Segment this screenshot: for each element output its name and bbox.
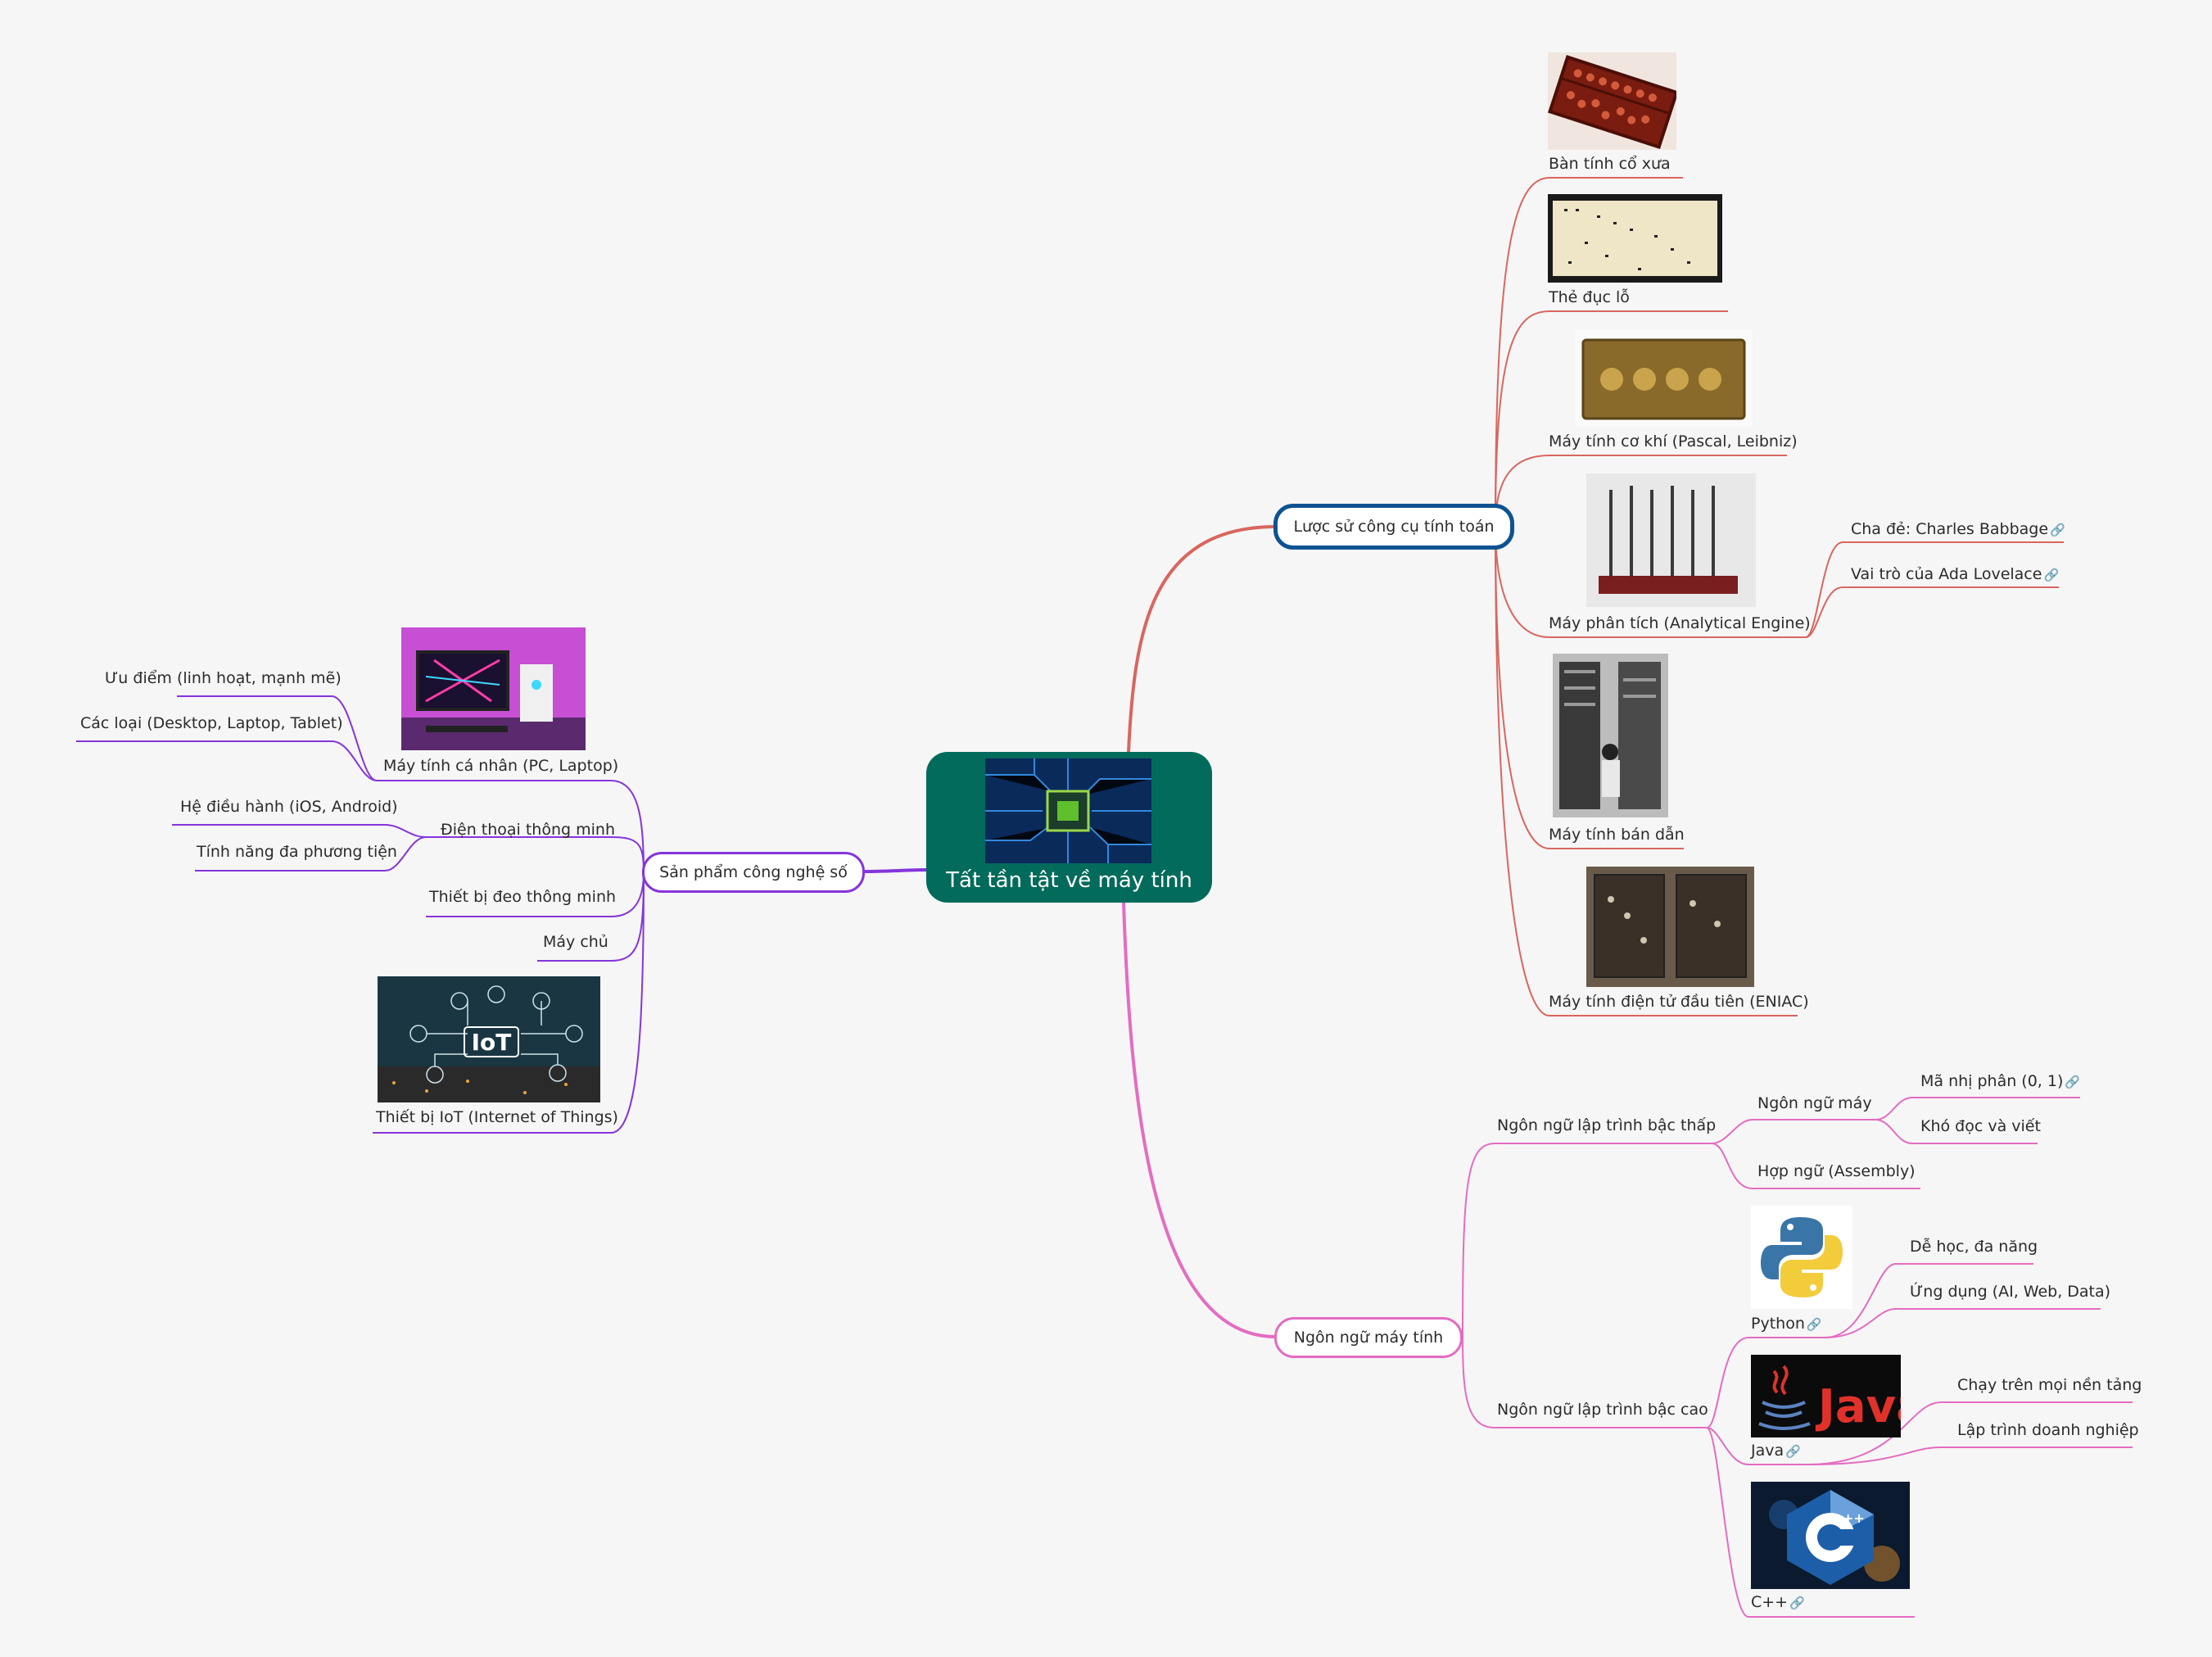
mechanical-calculator-image (1575, 330, 1753, 427)
java-logo: Java (1751, 1355, 1901, 1437)
history-item-abacus[interactable]: Bàn tính cổ xưa (1549, 155, 1671, 173)
pc-types[interactable]: Các loại (Desktop, Laptop, Tablet) (80, 714, 343, 732)
svg-text:++: ++ (1843, 1510, 1865, 1526)
java-enterprise[interactable]: Lập trình doanh nghiệp (1957, 1421, 2139, 1439)
cpp-logo: ++ (1751, 1482, 1910, 1589)
lang-cpp[interactable]: C++🔗 (1751, 1593, 1805, 1611)
product-server[interactable]: Máy chủ (543, 933, 608, 951)
python-easy[interactable]: Dễ học, đa năng (1910, 1238, 2038, 1256)
java-cross-platform[interactable]: Chạy trên mọi nền tảng (1957, 1376, 2142, 1394)
history-item-analytical-engine[interactable]: Máy phân tích (Analytical Engine) (1549, 614, 1811, 632)
lang-low-level[interactable]: Ngôn ngữ lập trình bậc thấp (1497, 1116, 1717, 1134)
link-icon[interactable]: 🔗 (1785, 1444, 1801, 1459)
lang-hard-to-read[interactable]: Khó đọc và viết (1920, 1117, 2041, 1135)
topic-history[interactable]: Lược sử công cụ tính toán (1273, 504, 1514, 550)
pc-advantages[interactable]: Ưu điểm (linh hoạt, mạnh mẽ) (105, 669, 342, 687)
topic-languages[interactable]: Ngôn ngữ máy tính (1274, 1317, 1463, 1358)
link-icon[interactable]: 🔗 (2050, 523, 2065, 537)
lang-java[interactable]: Java🔗 (1751, 1442, 1801, 1460)
analytical-child-babbage[interactable]: Cha đẻ: Charles Babbage🔗 (1851, 520, 2065, 538)
eniac-image (1586, 867, 1754, 987)
history-item-mechanical[interactable]: Máy tính cơ khí (Pascal, Leibniz) (1549, 432, 1798, 450)
phone-os[interactable]: Hệ điều hành (iOS, Android) (180, 798, 398, 816)
link-icon[interactable]: 🔗 (2065, 1075, 2081, 1089)
iot-image: IoT (378, 976, 600, 1102)
topic-history-label: Lược sử công cụ tính toán (1293, 518, 1495, 536)
lang-machine-code[interactable]: Ngôn ngữ máy (1757, 1094, 1872, 1112)
lang-binary-code[interactable]: Mã nhị phân (0, 1)🔗 (1920, 1072, 2081, 1090)
product-wearable[interactable]: Thiết bị đeo thông minh (429, 888, 617, 906)
lang-assembly[interactable]: Hợp ngữ (Assembly) (1757, 1162, 1916, 1180)
product-iot[interactable]: Thiết bị IoT (Internet of Things) (376, 1108, 618, 1126)
topic-products-label: Sản phẩm công nghệ số (659, 863, 848, 881)
lang-python[interactable]: Python🔗 (1751, 1315, 1822, 1333)
link-icon[interactable]: 🔗 (2043, 568, 2060, 582)
link-icon[interactable]: 🔗 (1789, 1596, 1805, 1610)
python-logo (1751, 1206, 1852, 1309)
iot-logo-text: IoT (472, 1029, 512, 1056)
circuit-chip-image (985, 758, 1151, 863)
topic-languages-label: Ngôn ngữ máy tính (1293, 1329, 1444, 1347)
punched-card-image (1548, 194, 1722, 283)
product-smartphone[interactable]: Điện thoại thông minh (441, 821, 615, 839)
analytical-engine-image (1586, 473, 1756, 607)
topic-products[interactable]: Sản phẩm công nghệ số (642, 852, 865, 893)
history-item-eniac[interactable]: Máy tính điện tử đầu tiên (ENIAC) (1549, 993, 1809, 1011)
transistor-computer-image (1553, 654, 1668, 817)
java-logo-text: Java (1815, 1380, 1901, 1433)
product-pc[interactable]: Máy tính cá nhân (PC, Laptop) (383, 757, 619, 775)
central-topic[interactable]: Tất tần tật về máy tính (926, 752, 1212, 903)
abacus-image (1548, 52, 1676, 150)
link-icon[interactable]: 🔗 (1806, 1317, 1822, 1332)
central-title: Tất tần tật về máy tính (946, 868, 1192, 893)
history-item-punched-card[interactable]: Thẻ đục lỗ (1549, 288, 1630, 306)
history-item-transistor[interactable]: Máy tính bán dẫn (1549, 826, 1685, 844)
phone-multimedia[interactable]: Tính năng đa phương tiện (197, 843, 397, 861)
pc-setup-image (401, 627, 586, 750)
python-applications[interactable]: Ứng dụng (AI, Web, Data) (1910, 1283, 2111, 1301)
analytical-child-lovelace[interactable]: Vai trò của Ada Lovelace🔗 (1851, 565, 2060, 583)
lang-high-level[interactable]: Ngôn ngữ lập trình bậc cao (1497, 1401, 1708, 1419)
